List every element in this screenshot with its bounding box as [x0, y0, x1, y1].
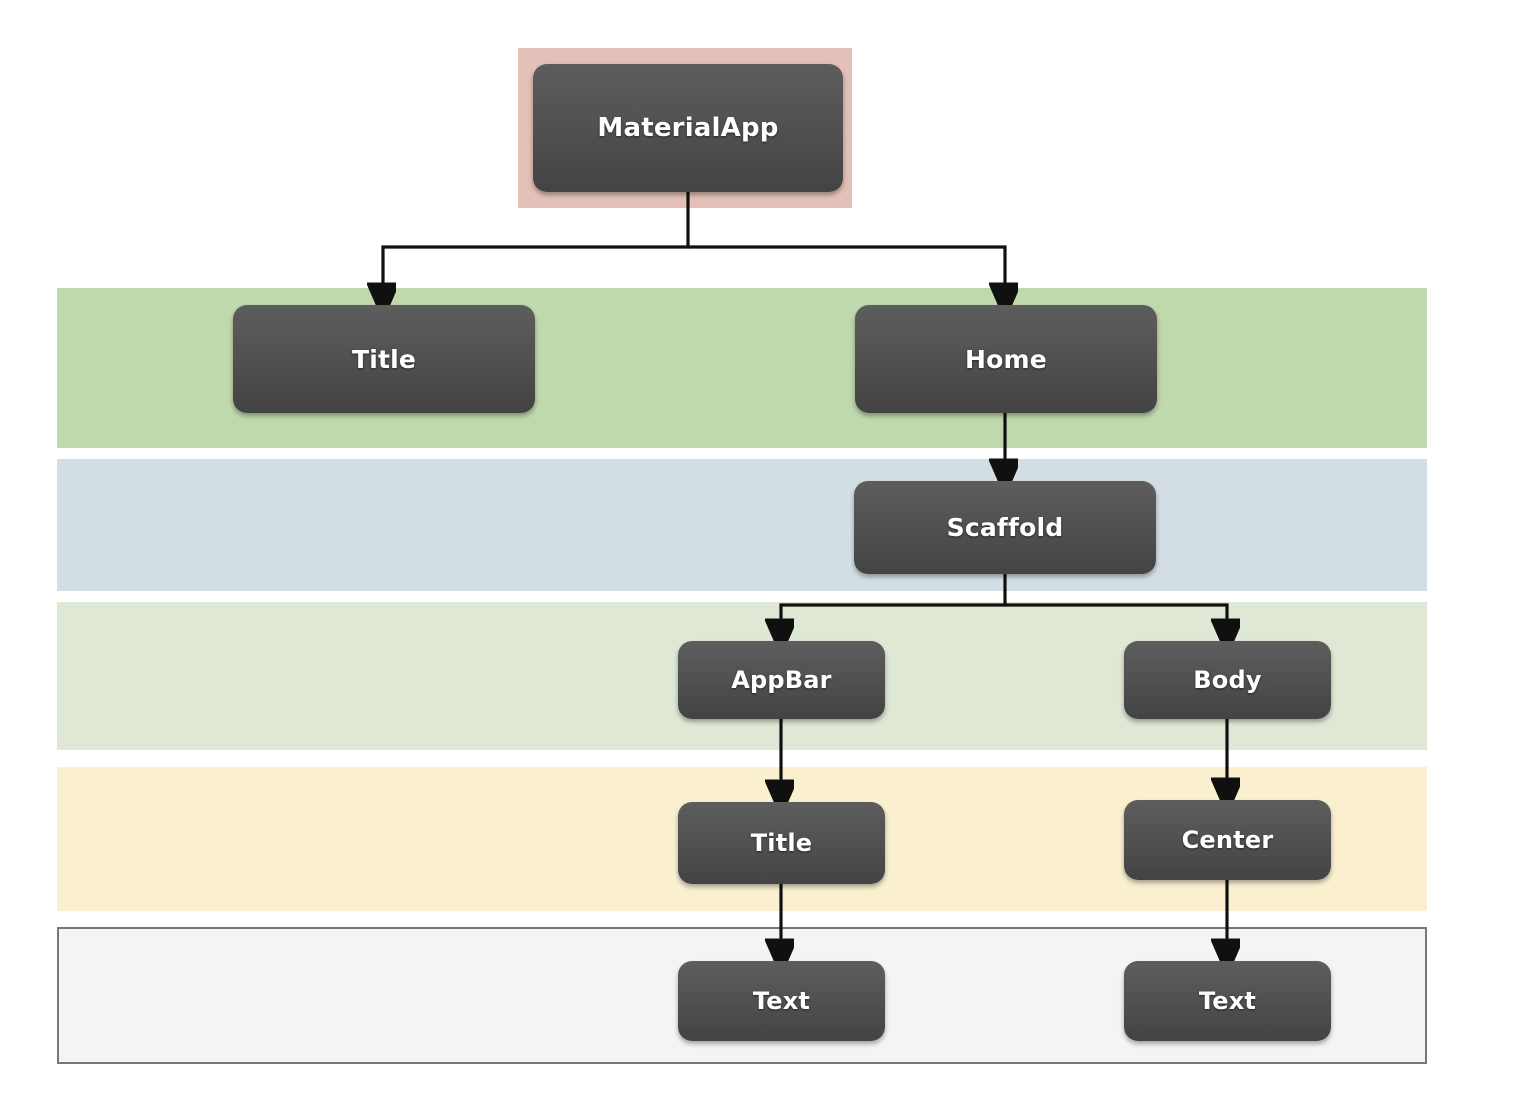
node-home[interactable]: Home: [855, 305, 1157, 413]
node-center[interactable]: Center: [1124, 800, 1331, 880]
node-label: Title: [750, 829, 813, 857]
node-label: Body: [1193, 666, 1262, 694]
node-label: Text: [1198, 987, 1257, 1015]
node-label: Scaffold: [946, 513, 1064, 542]
node-title-top[interactable]: Title: [233, 305, 535, 413]
node-label: MaterialApp: [597, 113, 779, 143]
node-title-appbar[interactable]: Title: [678, 802, 885, 884]
node-label: Text: [752, 987, 811, 1015]
node-label: Title: [351, 344, 417, 374]
node-text-center[interactable]: Text: [1124, 961, 1331, 1041]
node-scaffold[interactable]: Scaffold: [854, 481, 1156, 574]
node-label: Home: [965, 344, 1047, 374]
node-material-app[interactable]: MaterialApp: [533, 64, 843, 192]
node-app-bar[interactable]: AppBar: [678, 641, 885, 719]
node-body[interactable]: Body: [1124, 641, 1331, 719]
node-text-title[interactable]: Text: [678, 961, 885, 1041]
band-level-2: [57, 459, 1427, 591]
node-label: Center: [1181, 826, 1274, 854]
node-label: AppBar: [731, 666, 832, 694]
